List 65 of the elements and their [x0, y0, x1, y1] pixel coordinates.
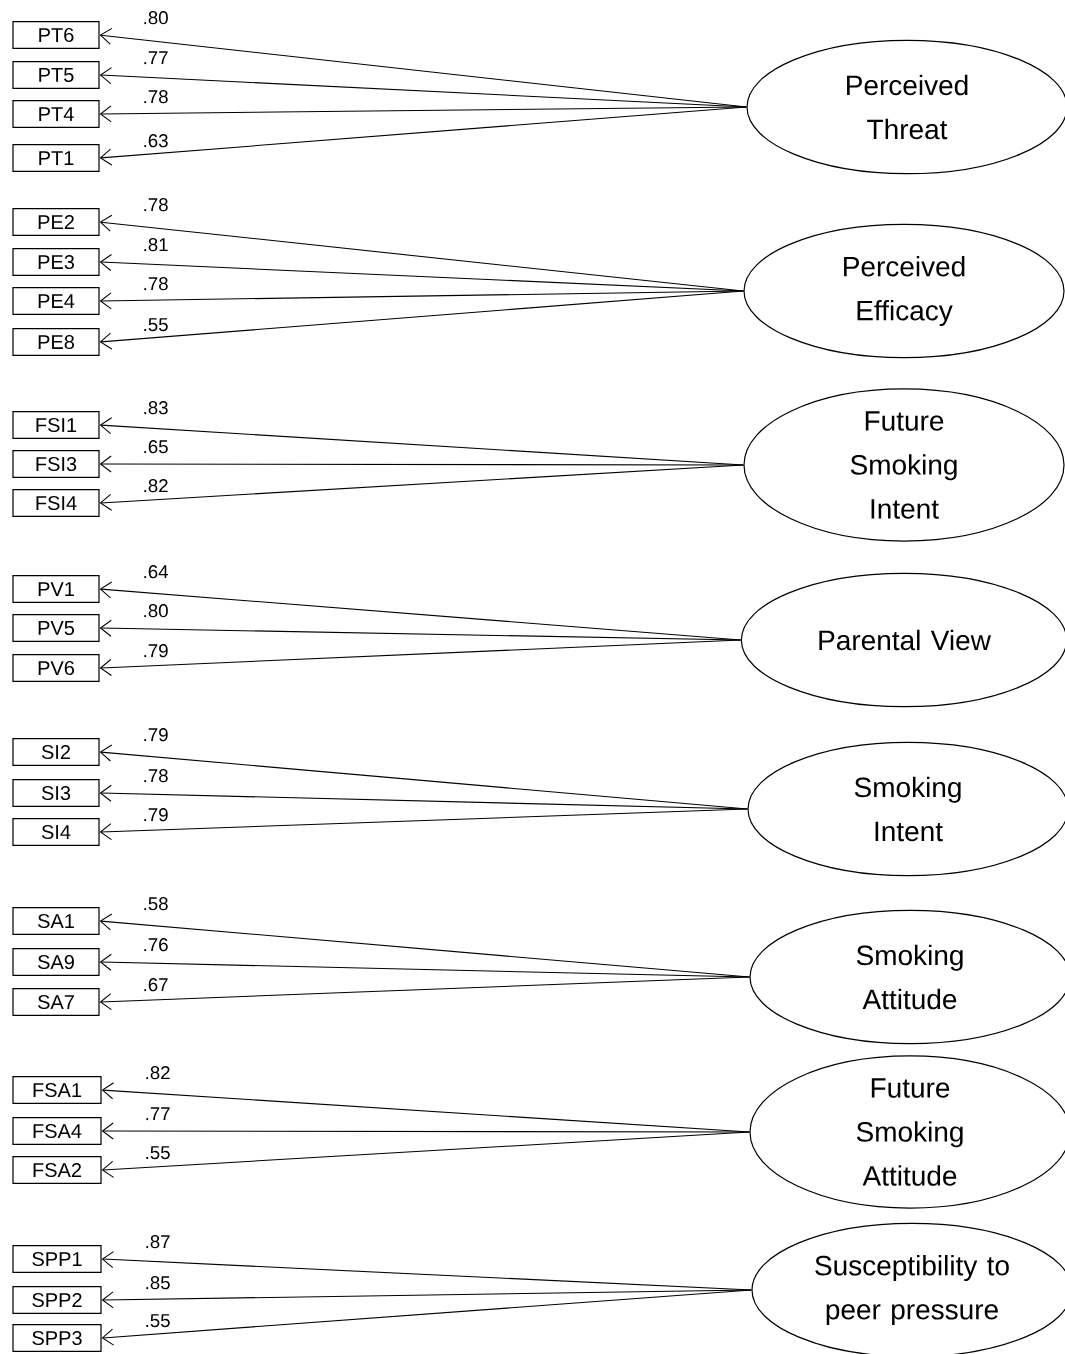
arrow: [99, 455, 744, 473]
indicator-box: PV6: [12, 654, 100, 682]
edge-label: .80: [144, 11, 168, 25]
indicator-box: PT1: [12, 144, 100, 172]
edge-label: .83: [144, 401, 168, 415]
indicator-box: FSA2: [12, 1156, 102, 1184]
arrow: [99, 464, 744, 511]
edge-label: .78: [144, 90, 168, 104]
indicator-box: FSA4: [12, 1117, 102, 1145]
edge-label: .87: [146, 1235, 170, 1249]
indicator-box: SI3: [12, 779, 100, 807]
arrow: [101, 1122, 750, 1140]
edge-label: .79: [144, 808, 168, 822]
arrow: [99, 639, 742, 677]
indicator-box: PT5: [12, 61, 100, 89]
edge-label: .77: [146, 1107, 170, 1121]
indicator-box: FSI4: [12, 489, 100, 517]
edge-label: .58: [144, 897, 168, 911]
indicator-box: FSI3: [12, 450, 100, 478]
edge-label: .77: [144, 51, 168, 65]
edge-label: .85: [146, 1276, 170, 1290]
edge-label: .55: [146, 1146, 170, 1160]
arrow: [99, 808, 748, 841]
edge-label: .55: [144, 318, 168, 332]
indicator-box: SPP2: [12, 1286, 102, 1314]
indicator-box: PE8: [12, 328, 100, 356]
edge-label: .64: [144, 565, 168, 579]
edge-label: .76: [144, 938, 168, 952]
edge-label: .67: [144, 978, 168, 992]
indicator-box: FSI1: [12, 411, 100, 439]
arrow: [99, 106, 747, 166]
indicator-box: SI2: [12, 738, 100, 766]
edge-label: .81: [144, 238, 168, 252]
edge-label: .78: [144, 198, 168, 212]
edge-label: .82: [146, 1066, 170, 1080]
indicator-box: PT4: [12, 100, 100, 128]
arrow: [101, 1131, 750, 1178]
indicator-box: PT6: [12, 21, 100, 49]
arrow: [99, 290, 744, 350]
edge-label: .79: [144, 728, 168, 742]
indicator-box: FSA1: [12, 1076, 102, 1104]
arrow: [99, 105, 747, 123]
arrow: [101, 1289, 752, 1346]
edge-label: .78: [144, 769, 168, 783]
indicator-box: PE2: [12, 208, 100, 236]
arrow: [99, 290, 744, 310]
indicator-box: SA1: [12, 907, 100, 935]
indicator-box: PE4: [12, 287, 100, 315]
indicator-box: SA9: [12, 948, 100, 976]
arrow: [99, 976, 750, 1011]
edge-label: .82: [144, 479, 168, 493]
indicator-box: PV5: [12, 614, 100, 642]
arrow: [101, 1289, 752, 1309]
indicator-box: SI4: [12, 818, 100, 846]
indicator-box: PE3: [12, 248, 100, 276]
indicator-box: SPP1: [12, 1245, 102, 1273]
edge-label: .63: [144, 134, 168, 148]
edge-label: .80: [144, 604, 168, 618]
edge-label: .55: [146, 1314, 170, 1328]
edge-label: .65: [144, 440, 168, 454]
indicator-box: PV1: [12, 575, 100, 603]
edge-label: .79: [144, 644, 168, 658]
indicator-box: SPP3: [12, 1324, 102, 1352]
edge-label: .78: [144, 277, 168, 291]
indicator-box: SA7: [12, 988, 100, 1016]
